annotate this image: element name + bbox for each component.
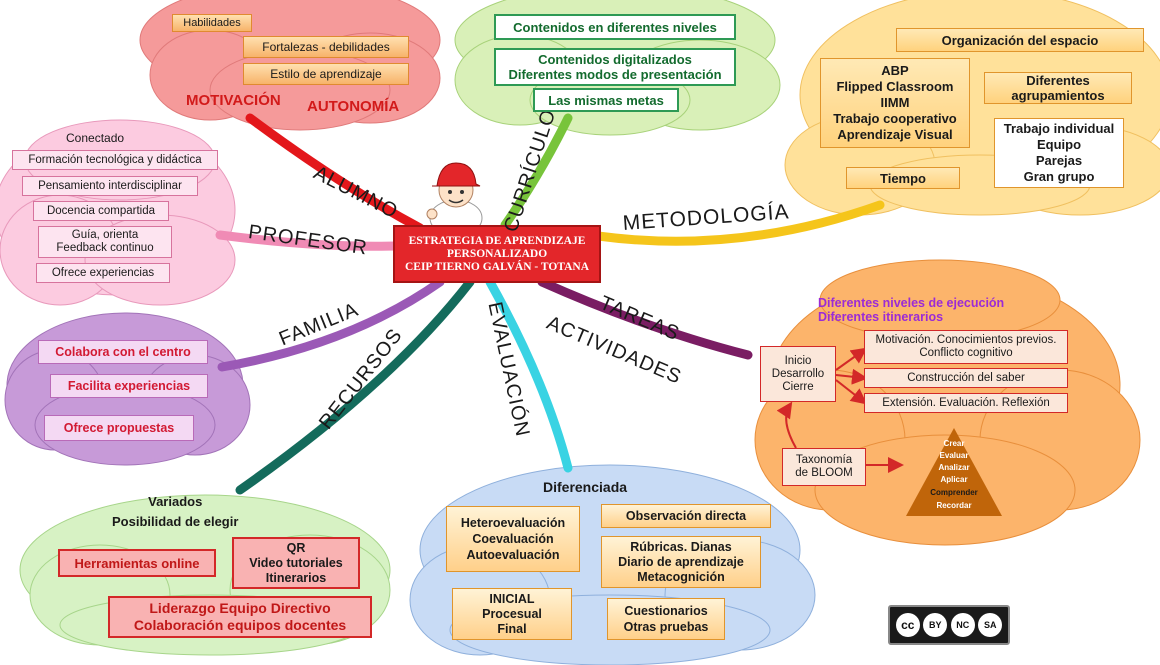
- alumno-habilidades: Habilidades: [172, 14, 252, 32]
- cloud-tareas: [754, 259, 1141, 546]
- metodologia-agrupamientos: Diferentes agrupamientos: [984, 72, 1132, 104]
- pyramid-comprender: Comprender: [930, 488, 978, 497]
- central-node: ESTRATEGIA DE APRENDIZAJE PERSONALIZADO …: [393, 225, 601, 283]
- alumno-autonomia: AUTONOMÍA: [307, 98, 400, 115]
- profesor-item-pensamiento: Pensamiento interdisciplinar: [22, 176, 198, 196]
- branch-line-evaluacion: [485, 277, 573, 473]
- branch-line-metodologia: [593, 200, 885, 246]
- curriculo-digital: Contenidos digitalizados Diferentes modo…: [494, 48, 736, 86]
- recursos-variados: Variados Posibilidad de elegir: [112, 494, 239, 529]
- pyramid-evaluar: Evaluar: [939, 451, 969, 460]
- familia-item-facilita: Facilita experiencias: [50, 374, 208, 398]
- evaluacion-title: Diferenciada: [543, 479, 628, 495]
- tareas-extension: Extensión. Evaluación. Reflexión: [864, 393, 1068, 413]
- pyramid-analizar: Analizar: [938, 463, 970, 472]
- cc-license-badge: cc BY NC SA: [888, 605, 1010, 645]
- profesor-item-formacion: Formación tecnológica y didáctica: [12, 150, 218, 170]
- tareas-fases: Inicio Desarrollo Cierre: [760, 346, 836, 402]
- branch-line-profesor: [215, 230, 401, 251]
- familia-item-ofrece: Ofrece propuestas: [44, 415, 194, 441]
- evaluacion-hetero: Heteroevaluación Coevaluación Autoevalua…: [446, 506, 580, 572]
- arrow-fases-to-construccion: [835, 368, 868, 385]
- recursos-liderazgo: Liderazgo Equipo Directivo Colaboración …: [108, 596, 372, 638]
- arrow-bloom-to-fases: [776, 401, 797, 449]
- familia-item-colabora: Colabora con el centro: [38, 340, 208, 364]
- central-line-1: ESTRATEGIA DE APRENDIZAJE: [408, 234, 586, 247]
- sa-icon: SA: [978, 613, 1003, 637]
- metodologia-grupos: Trabajo individual Equipo Parejas Gran g…: [994, 118, 1124, 188]
- by-icon: BY: [923, 613, 948, 637]
- alumno-estilo: Estilo de aprendizaje: [243, 63, 409, 85]
- recursos-online: Herramientas online: [58, 549, 216, 577]
- arrow-fases-to-extension: [835, 379, 868, 405]
- cc-icon: cc: [895, 613, 920, 637]
- bloom-pyramid: [906, 428, 1002, 516]
- arrow-fases-to-motivacion: [835, 347, 868, 371]
- metodologia-tiempo: Tiempo: [846, 167, 960, 189]
- metodologia-metodos: ABP Flipped Classroom IIMM Trabajo coope…: [820, 58, 970, 148]
- branch-line-familia: [217, 277, 445, 372]
- alumno-fortalezas: Fortalezas - debilidades: [243, 36, 409, 58]
- evaluacion-cuestionarios: Cuestionarios Otras pruebas: [607, 598, 725, 640]
- tareas-motivacion: Motivación. Conocimientos previos. Confl…: [864, 330, 1068, 364]
- evaluacion-observacion: Observación directa: [601, 504, 771, 528]
- tareas-bloom: Taxonomía de BLOOM: [782, 448, 866, 486]
- profesor-item-guia: Guía, orienta Feedback continuo: [38, 226, 172, 258]
- profesor-item-ofrece: Ofrece experiencias: [36, 263, 170, 283]
- nc-icon: NC: [950, 613, 975, 637]
- branch-line-curriculo: [500, 113, 573, 230]
- metodologia-espacio: Organización del espacio: [896, 28, 1144, 52]
- curriculo-niveles: Contenidos en diferentes niveles: [494, 14, 736, 40]
- profesor-item-docencia: Docencia compartida: [33, 201, 169, 221]
- branch-line-recursos: [235, 277, 475, 495]
- branch-line-tareas: [537, 277, 753, 360]
- pyramid-recordar: Recordar: [936, 501, 972, 510]
- alumno-motivacion: MOTIVACIÓN: [186, 92, 281, 109]
- profesor-conectado: Conectado: [66, 131, 125, 145]
- bloom-pyramid-panel: Crear Evaluar Analizar Aplicar Comprende…: [906, 424, 1002, 520]
- branch-line-alumno: [245, 113, 425, 233]
- tareas-construccion: Construcción del saber: [864, 368, 1068, 388]
- recursos-qr: QR Video tutoriales Itinerarios: [232, 537, 360, 589]
- pyramid-aplicar: Aplicar: [940, 475, 968, 484]
- pyramid-crear: Crear: [943, 439, 965, 448]
- central-line-3: CEIP TIERNO GALVÁN - TOTANA: [404, 260, 590, 273]
- evaluacion-inicial: INICIAL Procesual Final: [452, 588, 572, 640]
- evaluacion-rubricas: Rúbricas. Dianas Diario de aprendizaje M…: [601, 536, 761, 588]
- tareas-niveles: Diferentes niveles de ejecución Diferent…: [818, 296, 1005, 324]
- curriculo-metas: Las mismas metas: [533, 88, 679, 112]
- central-line-2: PERSONALIZADO: [446, 247, 548, 260]
